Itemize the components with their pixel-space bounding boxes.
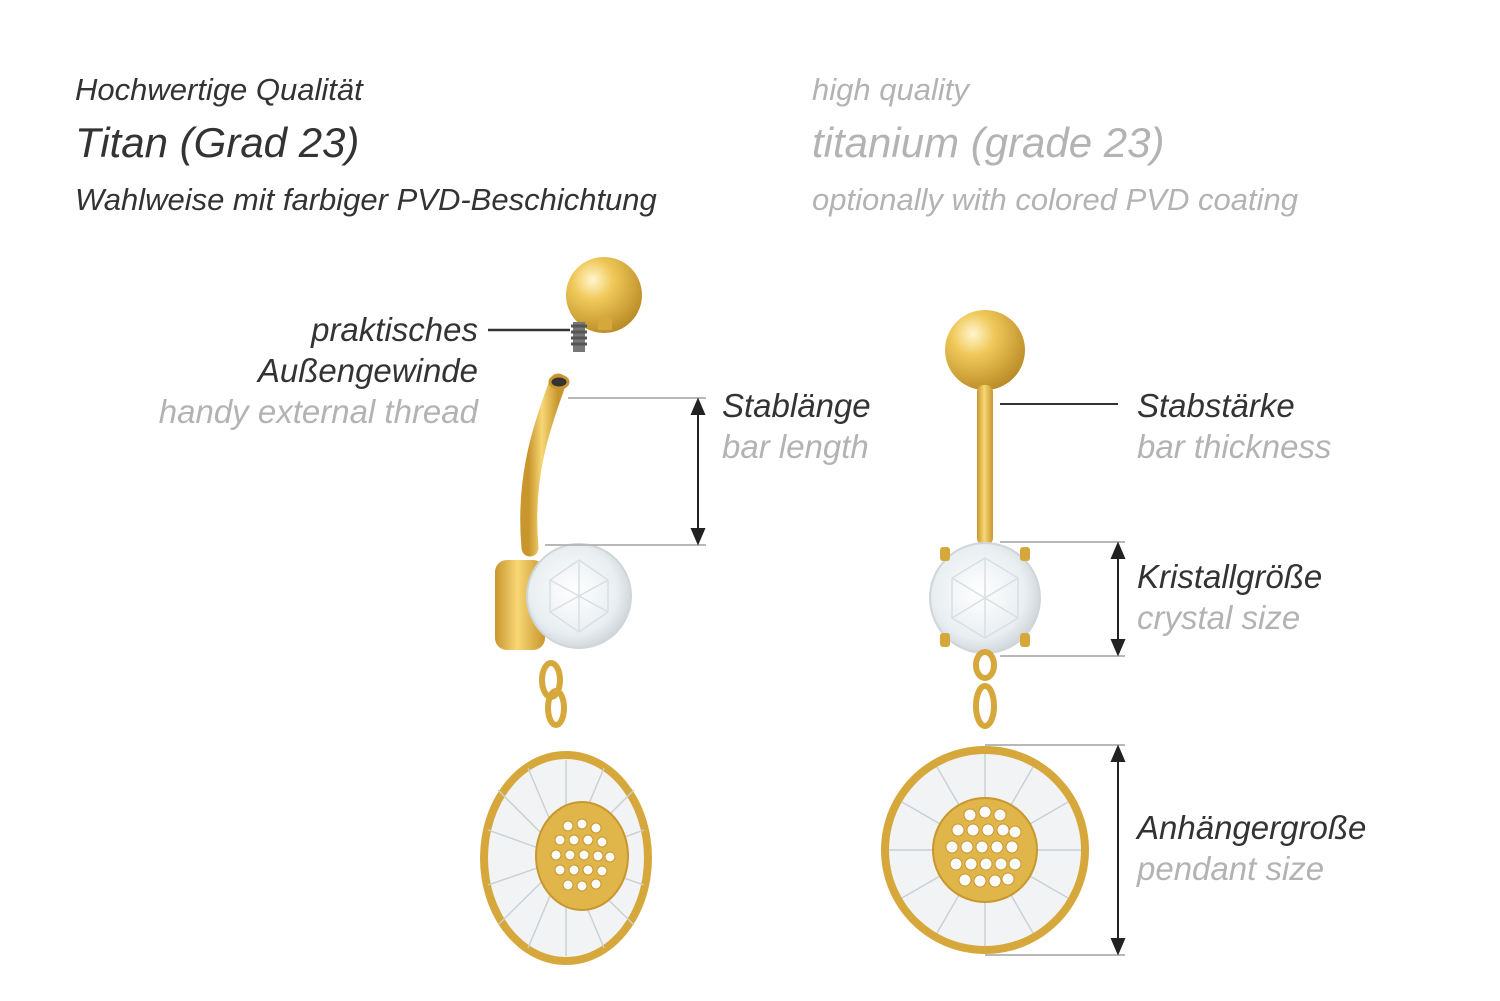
- left-top-ball: [566, 257, 642, 333]
- thread-icon: [571, 322, 587, 352]
- crystal-size-arrow: [1110, 541, 1126, 657]
- pendant-size-label-de: Anhängergroße: [1137, 809, 1367, 846]
- pendant-size-dimension: [985, 744, 1125, 956]
- bar-length-arrow: [690, 397, 706, 546]
- thread-label-de-2: Außengewinde: [257, 352, 478, 389]
- bar-thickness-label-en: bar thickness: [1137, 428, 1332, 465]
- left-curved-bar: [520, 373, 567, 557]
- crystal-size-label-en: crystal size: [1137, 599, 1301, 636]
- coating-en: optionally with colored PVD coating: [812, 182, 1298, 217]
- coating-de: Wahlweise mit farbiger PVD-Beschichtung: [75, 182, 657, 217]
- bar-length-dimension: [545, 397, 706, 546]
- thread-label-de-1: praktisches: [311, 311, 478, 348]
- right-bar: [977, 385, 993, 545]
- right-pendant: [881, 746, 1089, 954]
- thread-label-en: handy external thread: [158, 393, 478, 430]
- quality-de: Hochwertige Qualität: [75, 72, 363, 107]
- crystal-size-label-de: Kristallgröße: [1137, 558, 1323, 595]
- crystal-size-dimension: [1000, 541, 1125, 657]
- right-piercing: [881, 310, 1089, 954]
- right-top-ball: [945, 310, 1025, 390]
- bar-thickness-label-de: Stabstärke: [1137, 387, 1295, 424]
- pendant-size-arrow: [1110, 744, 1126, 956]
- pendant-size-label-en: pendant size: [1137, 850, 1325, 887]
- bar-length-label-en: bar length: [722, 428, 869, 465]
- material-de: Titan (Grad 23): [75, 119, 360, 166]
- material-en: titanium (grade 23): [812, 119, 1165, 166]
- left-piercing: [480, 257, 652, 965]
- quality-en: high quality: [812, 72, 969, 107]
- bar-length-label-de: Stablänge: [722, 387, 871, 424]
- left-pendant: [480, 751, 652, 965]
